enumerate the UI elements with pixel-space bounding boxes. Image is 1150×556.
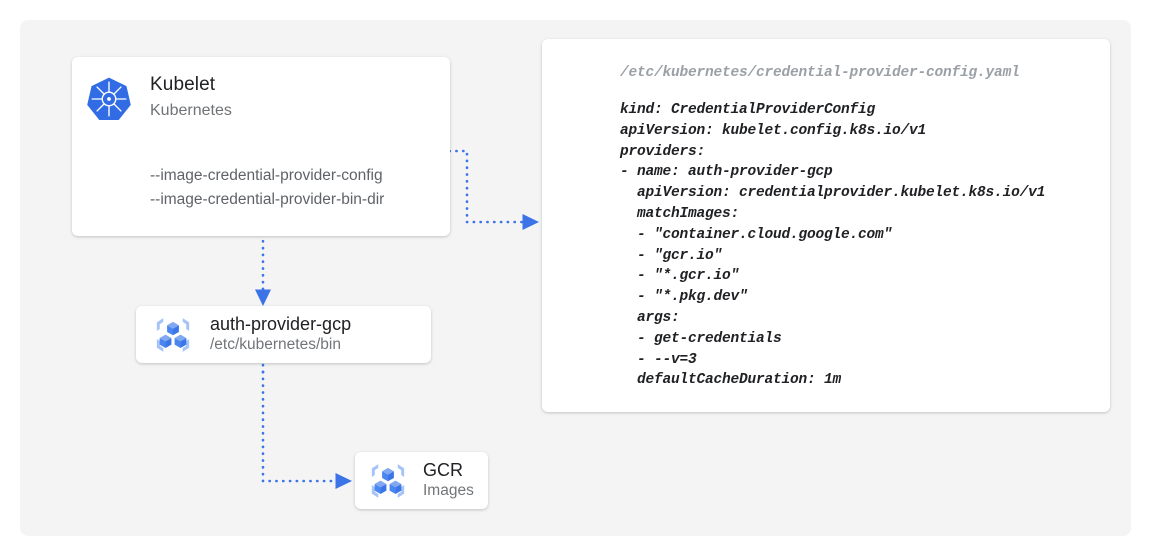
credential-provider-config-card[interactable]: /etc/kubernetes/credential-provider-conf…	[542, 39, 1110, 412]
kubelet-flag-config: --image-credential-provider-config	[150, 167, 383, 184]
kubelet-card[interactable]: Kubelet Kubernetes --image-credential-pr…	[72, 57, 450, 236]
config-file-contents: kind: CredentialProviderConfig apiVersio…	[620, 102, 1046, 389]
connector-auth-provider-to-gcr	[261, 370, 353, 490]
gcr-card[interactable]: GCR Images	[355, 452, 488, 509]
container-registry-icon	[150, 312, 196, 358]
auth-provider-card[interactable]: auth-provider-gcp /etc/kubernetes/bin	[136, 306, 431, 363]
kubelet-flag-bin-dir: --image-credential-provider-bin-dir	[150, 191, 385, 208]
diagram-canvas: Kubelet Kubernetes --image-credential-pr…	[20, 20, 1131, 536]
kubelet-subtitle: Kubernetes	[150, 102, 232, 119]
gcr-title: GCR	[423, 460, 463, 480]
container-registry-icon	[365, 458, 411, 504]
gcr-texts: GCR Images	[423, 460, 474, 501]
config-file-path: /etc/kubernetes/credential-provider-conf…	[620, 65, 1020, 81]
kubelet-title: Kubelet	[150, 74, 216, 95]
gcr-subtitle: Images	[423, 482, 474, 499]
auth-provider-title: auth-provider-gcp	[210, 314, 352, 334]
auth-provider-texts: auth-provider-gcp /etc/kubernetes/bin	[210, 314, 351, 355]
auth-provider-subtitle: /etc/kubernetes/bin	[210, 336, 341, 353]
kubernetes-icon	[86, 76, 132, 122]
